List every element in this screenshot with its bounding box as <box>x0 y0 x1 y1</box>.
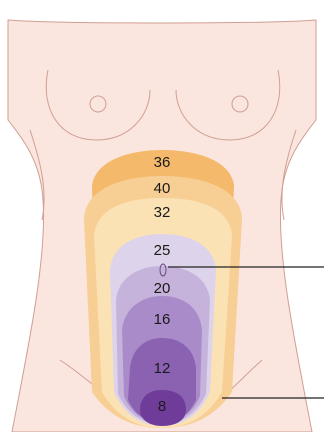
week-label-25: 25 <box>154 242 171 259</box>
week-label-36: 36 <box>154 154 171 171</box>
week-label-12: 12 <box>154 360 171 377</box>
week-label-8: 8 <box>158 398 166 415</box>
week-label-40: 40 <box>154 180 171 197</box>
week-label-32: 32 <box>154 204 171 221</box>
week-label-16: 16 <box>154 311 171 328</box>
week-label-20: 20 <box>154 280 171 297</box>
